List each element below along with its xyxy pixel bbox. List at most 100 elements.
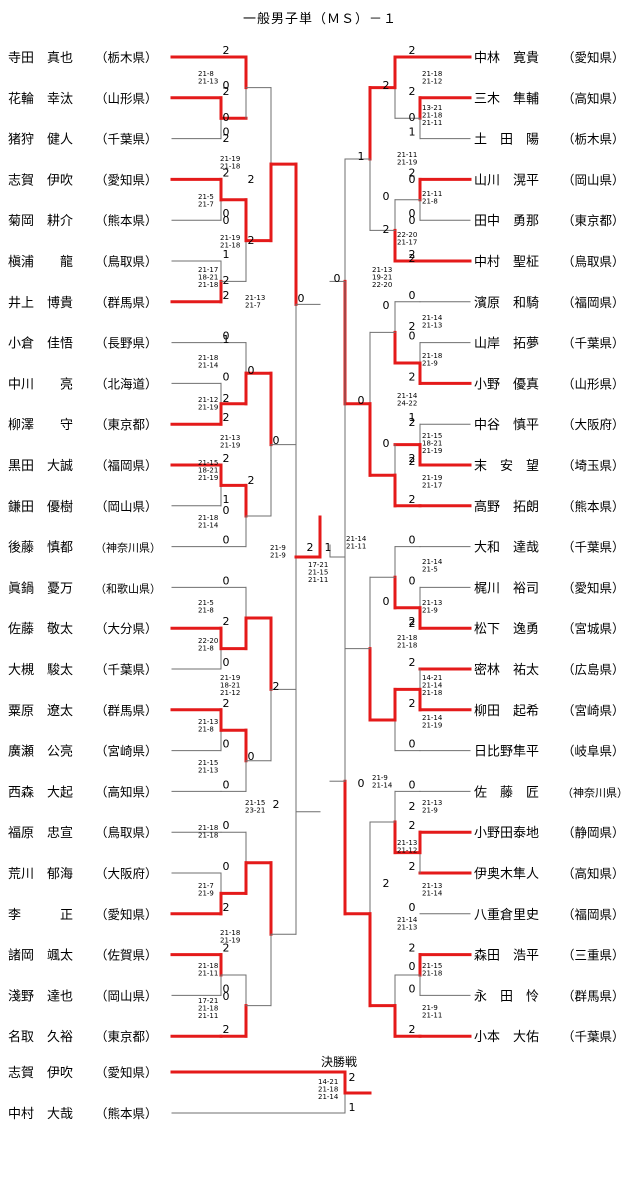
set-count: 0 <box>223 738 230 751</box>
player-prefecture: （愛知県） <box>95 907 158 922</box>
player-prefecture: （神奈川県） <box>95 541 161 555</box>
set-count: 0 <box>409 574 416 587</box>
round-result: 2 <box>409 252 416 265</box>
set-count: 0 <box>223 126 230 139</box>
player-prefecture: （高知県） <box>562 866 625 881</box>
player-name: 寺田 真也 <box>8 51 73 66</box>
player-prefecture: （宮崎県） <box>562 703 625 718</box>
player-name: 井上 博貴 <box>8 296 73 311</box>
player-prefecture: （鳥取県） <box>95 254 158 269</box>
player-prefecture: （佐賀県） <box>95 948 158 963</box>
player-name: 小倉 佳悟 <box>8 337 73 352</box>
player-name: 永 田 怜 <box>474 989 539 1004</box>
set-count: 0 <box>223 370 230 383</box>
set-count: 2 <box>223 942 230 955</box>
round-result: 2 <box>223 132 230 145</box>
round-result: 2 <box>248 474 255 487</box>
round-result: 0 <box>273 434 280 447</box>
round-result: 0 <box>409 111 416 124</box>
player-name: 松下 逸勇 <box>474 622 539 637</box>
round-result: 0 <box>248 750 255 763</box>
set-count: 2 <box>409 819 416 832</box>
set-count: 2 <box>409 248 416 261</box>
set-count: 2 <box>223 452 230 465</box>
player-prefecture: （大阪府） <box>562 417 625 432</box>
player-prefecture: （大阪府） <box>95 866 158 881</box>
set-count: 0 <box>409 901 416 914</box>
player-prefecture: （愛知県） <box>562 580 625 595</box>
player-name: 中村 聖柾 <box>474 255 539 270</box>
player-prefecture: （熊本県） <box>95 213 158 228</box>
player-name: 名取 久裕 <box>8 1029 73 1045</box>
player-name: 佐藤 敬太 <box>8 621 73 637</box>
round-result: 2 <box>248 173 255 186</box>
round-result: 0 <box>334 272 341 285</box>
player-name: 後藤 慎都 <box>8 541 73 556</box>
player-name: 森田 浩平 <box>474 949 539 964</box>
player-prefecture: （千葉県） <box>95 132 158 147</box>
player-name: 眞鍋 憂万 <box>8 580 73 596</box>
set-count: 0 <box>409 534 416 547</box>
set-count: 2 <box>223 289 230 302</box>
set-count: 0 <box>409 738 416 751</box>
round-result: 2 <box>409 320 416 333</box>
round-result: 0 <box>298 292 305 305</box>
semi-left-count: 2 <box>307 541 314 554</box>
player-name: 槇浦 龍 <box>8 254 73 270</box>
player-prefecture: （長野県） <box>95 336 158 351</box>
player-prefecture: （千葉県） <box>562 1029 625 1044</box>
player-name: 淺野 達也 <box>8 989 73 1004</box>
player-prefecture: （岡山県） <box>95 988 158 1003</box>
set-count: 2 <box>409 615 416 628</box>
player-name: 廣瀬 公亮 <box>8 744 73 760</box>
set-count: 1 <box>409 126 416 139</box>
player-prefecture: （熊本県） <box>95 1106 158 1121</box>
set-count: 2 <box>409 493 416 506</box>
player-name: 黒田 大誠 <box>8 459 73 474</box>
player-name: 日比野隼平 <box>474 744 539 760</box>
player-prefecture: （群馬県） <box>95 295 158 310</box>
player-name: 李 正 <box>8 908 73 923</box>
round-result: 0 <box>383 190 390 203</box>
set-count: 0 <box>409 289 416 302</box>
player-name: 中川 亮 <box>8 376 73 392</box>
set-count: 0 <box>223 656 230 669</box>
round-result: 0 <box>383 437 390 450</box>
round-result: 2 <box>273 798 280 811</box>
player-name: 佐 藤 匠 <box>474 785 539 800</box>
round-result: 2 <box>409 617 416 630</box>
player-name: 山岸 拓夢 <box>474 337 539 352</box>
player-name: 末 安 望 <box>474 458 539 474</box>
player-name: 中谷 慎平 <box>474 418 539 433</box>
player-name: 福原 忠宣 <box>8 825 73 841</box>
set-count: 1 <box>409 411 416 424</box>
player-name: 菊岡 耕介 <box>8 213 73 229</box>
player-name: 高野 拓朗 <box>474 499 539 515</box>
player-name: 中村 大哉 <box>8 1107 73 1122</box>
player-prefecture: （宮崎県） <box>95 744 158 759</box>
round-result: 0 <box>358 394 365 407</box>
set-count: 2 <box>223 44 230 57</box>
player-name: 濱原 和騎 <box>474 296 539 311</box>
set-count: 2 <box>409 697 416 710</box>
round-result: 0 <box>358 777 365 790</box>
player-name: 土 田 陽 <box>474 133 539 148</box>
player-prefecture: （山形県） <box>95 91 158 106</box>
round-result: 2 <box>383 223 390 236</box>
